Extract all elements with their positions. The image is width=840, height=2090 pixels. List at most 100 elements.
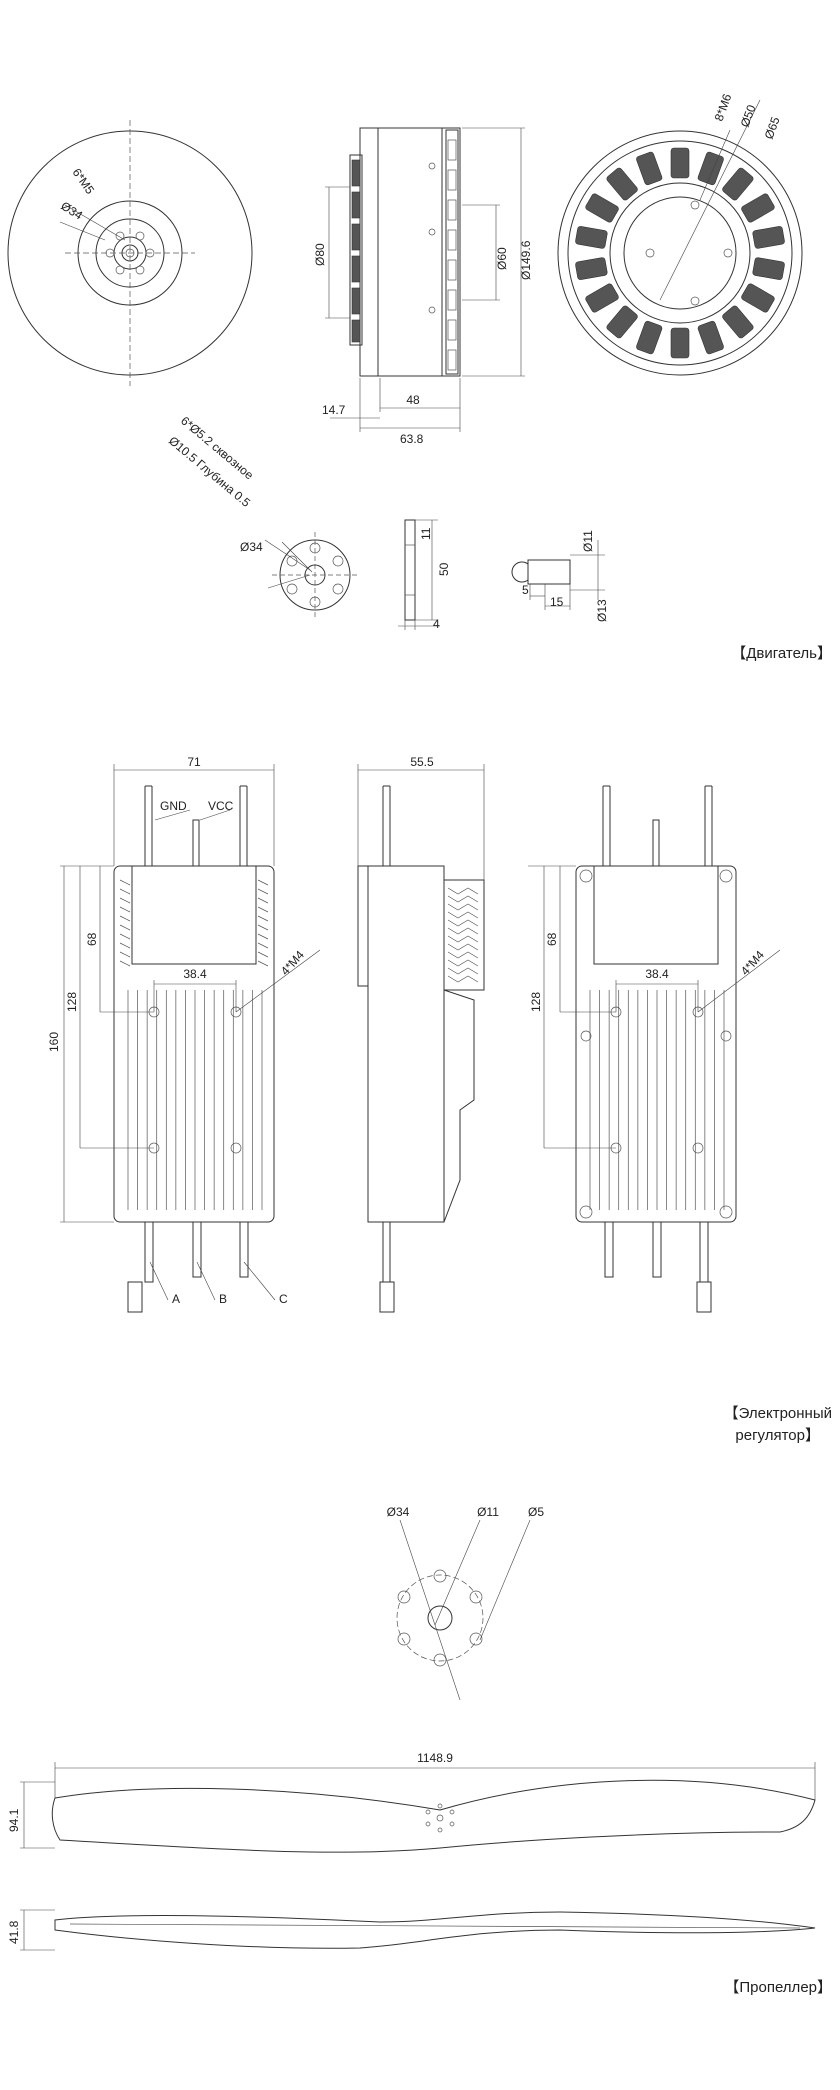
esc-back-view	[528, 785, 781, 1313]
esc-front-view	[60, 764, 321, 1313]
motor-front-bolt-label: 6*M5	[70, 166, 98, 197]
side-fin	[447, 895, 479, 903]
vent-slot	[119, 915, 131, 922]
vent-slot	[119, 933, 131, 940]
vent-slot	[119, 888, 131, 895]
esc-spacing384-label: 38.4	[183, 967, 207, 981]
propeller-hub-dia5-label: Ø5	[528, 1505, 544, 1519]
vent-slot	[257, 942, 269, 949]
stator-slot	[752, 257, 785, 280]
side-fin	[447, 967, 479, 975]
stator-slot	[585, 193, 619, 223]
vent-slot	[119, 960, 131, 967]
esc-h68-label: 68	[85, 932, 99, 946]
shaft-len15-label: 15	[550, 595, 564, 609]
motor-back-dia50-label: Ø50	[738, 103, 759, 129]
esc-wire-a-label: A	[172, 1292, 180, 1306]
propeller-length-label: 1148.9	[417, 1751, 453, 1765]
stator-slot	[722, 167, 754, 201]
side-fin	[447, 911, 479, 919]
vent-slot	[119, 924, 131, 931]
motor-side-w48-label: 48	[406, 393, 420, 407]
stator-slot	[575, 257, 608, 280]
vent-slot	[119, 897, 131, 904]
side-fin	[447, 959, 479, 967]
stator-slot	[606, 167, 638, 201]
side-fin	[447, 887, 479, 895]
vent-slot	[257, 960, 269, 967]
motor-back-dia65-label: Ø65	[762, 115, 783, 141]
vent-slot	[119, 951, 131, 958]
esc-vcc-label: VCC	[208, 799, 234, 813]
stator-slot	[636, 151, 663, 186]
vent-slot	[257, 897, 269, 904]
motor-shaft-view	[511, 540, 605, 610]
vent-slot	[119, 906, 131, 913]
motor-side-w147-label: 14.7	[322, 403, 346, 417]
motor-side-dia80-label: Ø80	[313, 243, 327, 266]
side-fin	[447, 903, 479, 911]
stator-slot	[722, 305, 754, 339]
propeller-hub-dia11-label: Ø11	[477, 1505, 499, 1519]
section-title-esc-line1: 【Электронный	[724, 1405, 832, 1422]
side-fin	[447, 919, 479, 927]
esc-h128-label: 128	[65, 992, 79, 1012]
stator-slot	[606, 305, 638, 339]
stator-slot	[670, 147, 690, 179]
propeller-hub-dia34-label: Ø34	[387, 1505, 410, 1519]
side-fin	[447, 975, 479, 983]
stator-slot	[752, 226, 785, 249]
motor-back-view	[557, 99, 803, 376]
motor-side-view	[325, 127, 525, 432]
stator-slot	[670, 327, 690, 359]
motor-side-dia149-label: Ø149.6	[519, 240, 533, 280]
section-title-propeller: 【Пропеллер】	[724, 1979, 832, 1996]
esc-back-h68-label: 68	[545, 932, 559, 946]
vent-slot	[257, 906, 269, 913]
vent-slot	[119, 942, 131, 949]
side-fin	[447, 943, 479, 951]
esc-wire-b-label: B	[219, 1292, 227, 1306]
motor-side-dia60-label: Ø60	[495, 247, 509, 270]
shaft-dia11-label: Ø11	[581, 530, 595, 552]
propeller-width-label: 94.1	[7, 1808, 21, 1832]
vent-slot	[257, 888, 269, 895]
vent-slot	[257, 933, 269, 940]
vent-slot	[257, 951, 269, 958]
motor-adapter-front	[264, 532, 358, 618]
stator-slot	[741, 283, 775, 313]
propeller-side-view	[20, 1909, 816, 1951]
esc-width555-label: 55.5	[410, 755, 434, 769]
propeller-thickness-label: 41.8	[7, 1920, 21, 1944]
stator-slot	[585, 283, 619, 313]
motor-front-dia-label: Ø34	[58, 199, 85, 223]
adapter-dia-label: Ø34	[240, 540, 263, 554]
side-fin	[447, 951, 479, 959]
motor-side-w638-label: 63.8	[400, 432, 424, 446]
stator-slot	[697, 320, 724, 355]
vent-slot	[257, 879, 269, 886]
motor-front-view	[7, 120, 253, 386]
shaft-dia13-label: Ø13	[595, 599, 609, 622]
stator-slot	[697, 151, 724, 186]
esc-side-view	[357, 764, 485, 1313]
shaft-len5-label: 5	[522, 583, 529, 597]
section-title-motor: 【Двигатель】	[731, 645, 832, 662]
adapter-h11-label: 11	[419, 527, 433, 540]
stator-slot	[636, 320, 663, 355]
esc-back-h128-label: 128	[529, 992, 543, 1012]
motor-back-bolt-label: 8*M6	[712, 92, 735, 123]
propeller-hub-view	[396, 1519, 531, 1701]
adapter-w4-label: 4	[433, 617, 440, 631]
esc-width71-label: 71	[187, 755, 201, 769]
section-title-esc-line2: регулятор】	[735, 1427, 820, 1444]
vent-slot	[119, 879, 131, 886]
stator-slot	[741, 193, 775, 223]
adapter-h50-label: 50	[437, 562, 451, 576]
esc-back-spacing384-label: 38.4	[645, 967, 669, 981]
esc-h160-label: 160	[47, 1032, 61, 1052]
esc-wire-c-label: C	[279, 1292, 288, 1306]
vent-slot	[257, 924, 269, 931]
esc-gnd-label: GND	[160, 799, 187, 813]
side-fin	[447, 927, 479, 935]
